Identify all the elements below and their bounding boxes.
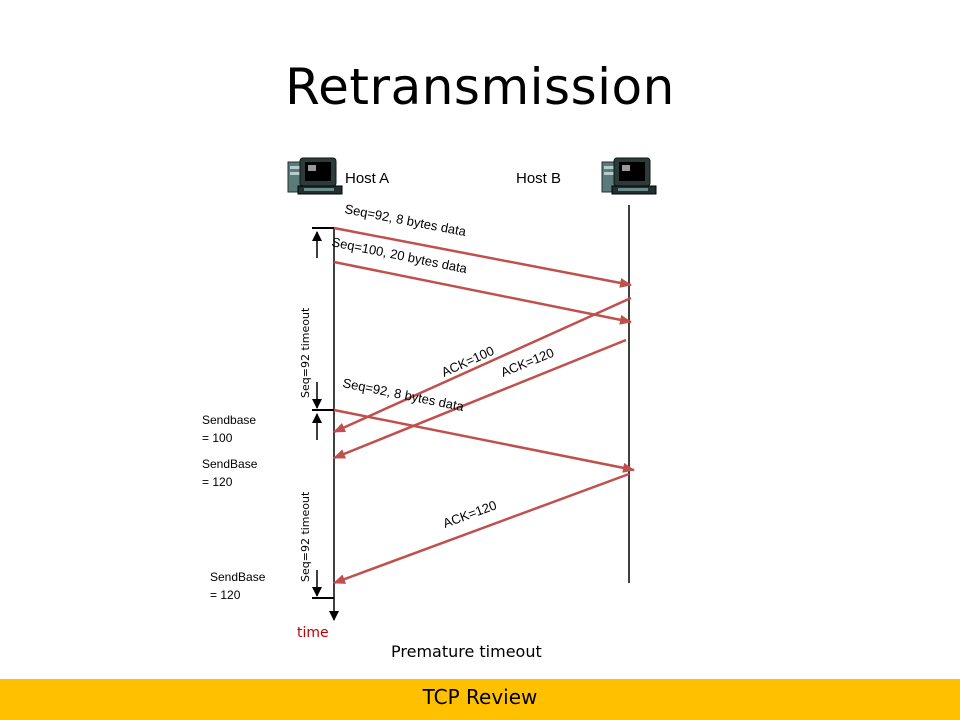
arrow-ack100 [333, 296, 632, 434]
arrow-ack120-second [333, 472, 630, 585]
arrow-seq92-retransmit [333, 408, 635, 473]
computer-icon [601, 157, 657, 195]
arrow-ack120-first [333, 338, 627, 460]
host-b-label: Host B [516, 170, 561, 187]
sendbase-2-line1: SendBase [202, 457, 258, 471]
sendbase-2-line2: = 120 [202, 475, 233, 489]
arrow-seq100 [333, 260, 632, 325]
arrow-seq92 [333, 226, 632, 288]
label-ack120-first: ACK=120 [499, 345, 557, 380]
timeout-label-second: Seq=92 timeout [299, 491, 312, 582]
tcp-timeline-diagram: Host A Host B Seq=92 timeout Seq=92 time… [202, 157, 657, 661]
sendbase-3-line2: = 120 [210, 588, 241, 602]
footer-bar: TCP Review [0, 679, 960, 720]
timeout-label-first: Seq=92 timeout [299, 307, 312, 398]
sendbase-3-line1: SendBase [210, 570, 266, 584]
host-a-label: Host A [345, 170, 389, 187]
footer-label: TCP Review [422, 685, 538, 709]
slide-title: Retransmission [285, 58, 675, 116]
diagram-caption: Premature timeout [391, 642, 542, 661]
sendbase-1-line1: Sendbase [202, 413, 256, 427]
computer-icon [287, 157, 343, 195]
time-axis-label: time [297, 625, 329, 641]
sendbase-1-line2: = 100 [202, 431, 233, 445]
